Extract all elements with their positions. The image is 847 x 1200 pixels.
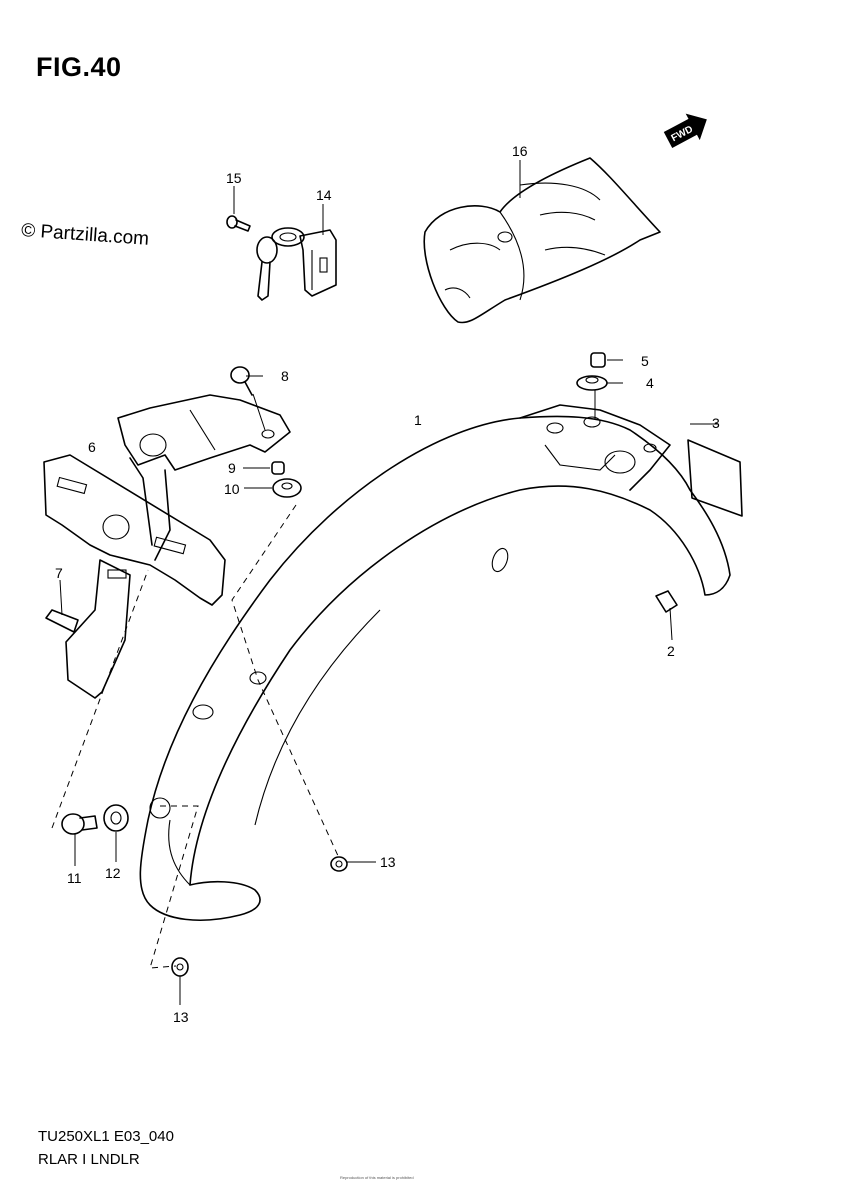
part-grommet-4[interactable] [576,375,608,391]
callout-15[interactable]: 15 [226,170,242,186]
part-collar-5[interactable] [590,352,606,368]
callout-labels: 1 2 3 4 5 6 7 8 9 10 11 12 13 13 14 15 1… [55,143,720,1025]
callout-11[interactable]: 11 [67,870,82,886]
callout-9[interactable]: 9 [228,460,236,476]
callout-3[interactable]: 3 [712,415,720,431]
callout-2[interactable]: 2 [667,643,675,659]
callout-10[interactable]: 10 [224,481,240,497]
callout-13-lower[interactable]: 13 [173,1009,189,1025]
copyright-fine-print: Reproduction of this material is prohibi… [340,1175,414,1180]
callout-4[interactable]: 4 [646,375,654,391]
part-bolt-11[interactable] [61,813,98,835]
model-code: TU250XL1 E03_040 [38,1128,174,1145]
callout-8[interactable]: 8 [281,368,289,384]
part-lower-bracket[interactable] [45,559,131,699]
part-collar-9[interactable] [271,461,285,475]
part-grommet-10[interactable] [272,478,302,498]
callout-7[interactable]: 7 [55,565,63,581]
part-nut-13-upper[interactable] [330,856,348,872]
part-nut-13-lower[interactable] [171,957,189,977]
callout-12[interactable]: 12 [105,865,121,881]
callout-13-upper[interactable]: 13 [380,854,396,870]
part-reflector-plate[interactable] [687,439,743,517]
callout-16[interactable]: 16 [512,143,528,159]
section-name: RLAR I LNDLR [38,1151,140,1168]
figure-title: FIG.40 [36,52,122,82]
part-license-bracket[interactable] [43,394,291,606]
leader-lines [59,160,718,1005]
callout-6[interactable]: 6 [88,439,96,455]
part-seat-cover[interactable] [423,157,661,324]
fwd-arrow-badge: FWD [663,113,707,148]
assembly-lines [51,504,340,969]
callout-1[interactable]: 1 [414,412,422,428]
part-seat-lock[interactable] [256,227,337,301]
part-rear-fender[interactable] [139,404,731,921]
callout-5[interactable]: 5 [641,353,649,369]
part-screw[interactable] [226,215,251,232]
part-bolt-8[interactable] [230,366,253,396]
part-grommet-12[interactable] [103,804,129,832]
callout-14[interactable]: 14 [316,187,332,203]
part-cushion-small[interactable] [655,590,678,613]
